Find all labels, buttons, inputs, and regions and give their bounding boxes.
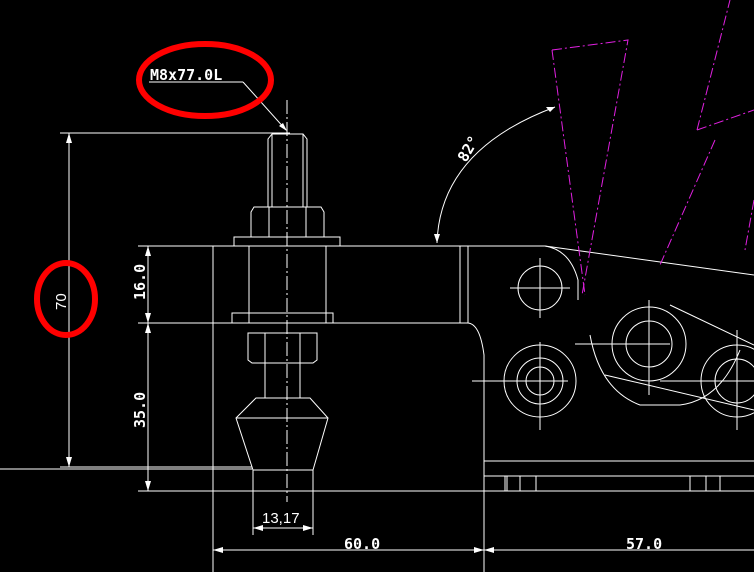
dimension-60-57	[213, 547, 754, 553]
dim-16-label: 16.0	[131, 264, 149, 300]
dim-70-label: 70	[53, 293, 70, 310]
dim-57-label: 57.0	[626, 535, 662, 553]
red-markup-circle-callout	[136, 41, 274, 119]
dim-13-17-label: 13,17	[262, 510, 300, 527]
dim-35-label: 35.0	[131, 392, 149, 428]
dimension-13-17	[253, 525, 313, 531]
dimension-70	[60, 132, 290, 468]
thread-callout-label: M8x77.0L	[150, 66, 222, 84]
handle-open-position	[551, 0, 754, 296]
clamp-body	[0, 245, 754, 572]
pivot-holes	[472, 258, 754, 430]
angle-label: 82°	[454, 133, 483, 165]
dim-60-label: 60.0	[344, 535, 380, 553]
thread-callout-leader	[149, 81, 287, 131]
angle-dimension	[434, 106, 556, 244]
spindle-assembly	[231, 100, 341, 535]
dimension-16-35	[138, 245, 754, 492]
red-markup-circle-70	[34, 260, 98, 338]
